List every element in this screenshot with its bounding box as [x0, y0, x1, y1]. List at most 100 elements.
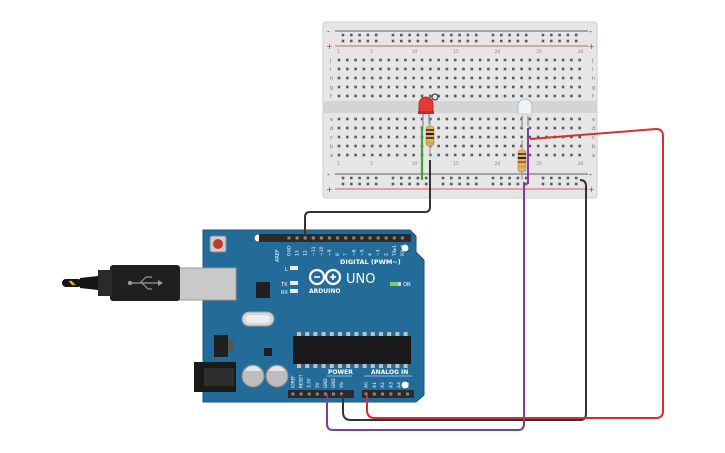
- breadboard-hole[interactable]: [445, 153, 449, 157]
- breadboard-hole[interactable]: [553, 94, 557, 98]
- digital-header[interactable]: [259, 234, 411, 242]
- breadboard-hole[interactable]: [512, 67, 515, 71]
- breadboard-hole[interactable]: [512, 117, 515, 121]
- breadboard-hole[interactable]: [420, 67, 424, 71]
- breadboard-hole[interactable]: [536, 76, 540, 80]
- breadboard-hole[interactable]: [362, 144, 366, 148]
- rail-hole[interactable]: [441, 176, 445, 180]
- digital-pin-hole[interactable]: [344, 236, 348, 240]
- selection-handle-icon[interactable]: [431, 93, 439, 101]
- breadboard-hole[interactable]: [370, 85, 374, 89]
- breadboard-hole[interactable]: [346, 126, 349, 130]
- breadboard-hole[interactable]: [561, 144, 565, 148]
- breadboard-hole[interactable]: [370, 117, 374, 121]
- breadboard-hole[interactable]: [412, 135, 415, 139]
- breadboard-hole[interactable]: [453, 76, 457, 80]
- rail-hole[interactable]: [450, 39, 453, 43]
- rail-hole[interactable]: [524, 33, 528, 37]
- rail-hole[interactable]: [524, 182, 528, 186]
- breadboard-hole[interactable]: [561, 94, 565, 98]
- breadboard-hole[interactable]: [495, 94, 498, 98]
- digital-pin-hole[interactable]: [360, 236, 364, 240]
- rail-hole[interactable]: [458, 182, 461, 186]
- rail-hole[interactable]: [416, 182, 420, 186]
- analog-pin-hole[interactable]: [381, 392, 385, 396]
- rail-hole[interactable]: [516, 33, 520, 37]
- breadboard-hole[interactable]: [570, 76, 573, 80]
- breadboard-hole[interactable]: [553, 117, 557, 121]
- power-pin-hole[interactable]: [299, 392, 303, 396]
- breadboard-hole[interactable]: [429, 94, 432, 98]
- breadboard-hole[interactable]: [512, 144, 515, 148]
- breadboard-hole[interactable]: [462, 94, 465, 98]
- rail-hole[interactable]: [400, 176, 403, 180]
- power-pin-hole[interactable]: [323, 392, 327, 396]
- breadboard-hole[interactable]: [570, 153, 573, 157]
- rail-hole[interactable]: [500, 33, 503, 37]
- breadboard-hole[interactable]: [387, 135, 391, 139]
- breadboard-hole[interactable]: [487, 126, 490, 130]
- breadboard-hole[interactable]: [470, 67, 474, 71]
- breadboard-hole[interactable]: [354, 94, 357, 98]
- breadboard-hole[interactable]: [354, 58, 357, 62]
- breadboard-hole[interactable]: [370, 67, 374, 71]
- breadboard-hole[interactable]: [412, 94, 415, 98]
- breadboard-hole[interactable]: [437, 94, 440, 98]
- breadboard-hole[interactable]: [520, 67, 523, 71]
- breadboard-hole[interactable]: [512, 126, 515, 130]
- rail-hole[interactable]: [450, 182, 453, 186]
- rail-hole[interactable]: [458, 39, 461, 43]
- rail-hole[interactable]: [458, 33, 461, 37]
- breadboard-hole[interactable]: [536, 67, 540, 71]
- breadboard-hole[interactable]: [578, 117, 581, 121]
- breadboard-hole[interactable]: [578, 153, 581, 157]
- rail-hole[interactable]: [466, 33, 470, 37]
- breadboard-hole[interactable]: [512, 153, 515, 157]
- breadboard-hole[interactable]: [528, 117, 532, 121]
- breadboard-hole[interactable]: [346, 58, 349, 62]
- breadboard-hole[interactable]: [346, 117, 349, 121]
- breadboard-hole[interactable]: [337, 153, 341, 157]
- breadboard-hole[interactable]: [412, 58, 415, 62]
- breadboard-hole[interactable]: [379, 94, 382, 98]
- breadboard-hole[interactable]: [487, 94, 490, 98]
- rail-hole[interactable]: [474, 176, 478, 180]
- rail-hole[interactable]: [474, 182, 478, 186]
- breadboard-hole[interactable]: [545, 76, 548, 80]
- breadboard-hole[interactable]: [420, 85, 424, 89]
- breadboard-hole[interactable]: [437, 58, 440, 62]
- rail-hole[interactable]: [524, 39, 528, 43]
- breadboard-hole[interactable]: [387, 117, 391, 121]
- rail-hole[interactable]: [558, 182, 561, 186]
- breadboard-hole[interactable]: [495, 144, 498, 148]
- rail-hole[interactable]: [450, 33, 453, 37]
- breadboard-hole[interactable]: [553, 76, 557, 80]
- digital-pin-hole[interactable]: [336, 236, 340, 240]
- breadboard-hole[interactable]: [412, 67, 415, 71]
- breadboard-hole[interactable]: [412, 76, 415, 80]
- breadboard-hole[interactable]: [404, 67, 407, 71]
- breadboard-hole[interactable]: [445, 58, 449, 62]
- breadboard-hole[interactable]: [445, 76, 449, 80]
- rail-hole[interactable]: [541, 182, 545, 186]
- breadboard-hole[interactable]: [354, 126, 357, 130]
- breadboard-hole[interactable]: [553, 144, 557, 148]
- breadboard-hole[interactable]: [578, 58, 581, 62]
- black-wire-digital-to-breadboard[interactable]: [304, 160, 431, 236]
- breadboard-hole[interactable]: [404, 85, 407, 89]
- breadboard-hole[interactable]: [362, 117, 366, 121]
- breadboard-hole[interactable]: [470, 144, 474, 148]
- breadboard-hole[interactable]: [437, 126, 440, 130]
- breadboard-hole[interactable]: [561, 117, 565, 121]
- breadboard-hole[interactable]: [387, 94, 391, 98]
- breadboard-hole[interactable]: [420, 58, 424, 62]
- breadboard-hole[interactable]: [445, 144, 449, 148]
- breadboard-hole[interactable]: [470, 85, 474, 89]
- breadboard-hole[interactable]: [379, 126, 382, 130]
- breadboard-hole[interactable]: [495, 117, 498, 121]
- breadboard-hole[interactable]: [453, 85, 457, 89]
- breadboard-hole[interactable]: [503, 76, 507, 80]
- rail-hole[interactable]: [516, 39, 520, 43]
- analog-pin-hole[interactable]: [397, 392, 401, 396]
